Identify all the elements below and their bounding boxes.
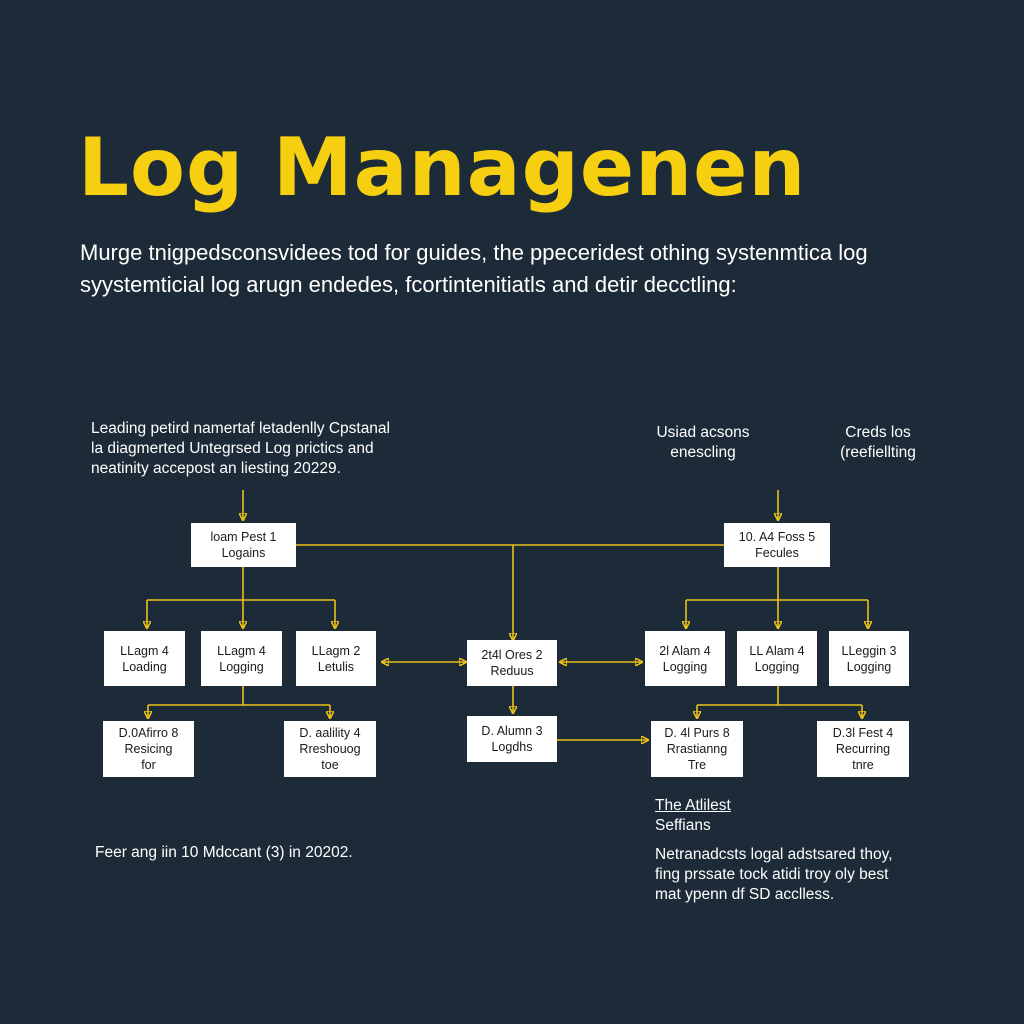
node-label: Recurring bbox=[835, 742, 891, 756]
node-label: D. 4l Purs 8 bbox=[664, 726, 730, 740]
node-label: Logging bbox=[219, 659, 264, 674]
node-label: tnre bbox=[852, 758, 874, 772]
node-r2: LL Alam 4 Logging bbox=[737, 631, 817, 686]
node-center-bottom: D. Alumn 3 Logdhs bbox=[467, 716, 557, 762]
node-label: D. Alumn 3 bbox=[481, 724, 543, 738]
node-label: Logdhs bbox=[491, 740, 533, 754]
node-l3: LLagm 2 Letulis bbox=[296, 631, 376, 686]
note-top-right: Creds los (reefiellting bbox=[818, 423, 938, 463]
note-bottom-right-heading: The Atlilest Seffians bbox=[655, 796, 731, 836]
node-r1: 2l Alam 4 Logging bbox=[645, 631, 725, 686]
node-label: LLagm 2 bbox=[311, 643, 361, 658]
note-line: Leading petird namertaf letadenlly Cpsta… bbox=[91, 420, 390, 437]
node-l1: LLagm 4 Loading bbox=[104, 631, 185, 686]
note-line: enescling bbox=[670, 444, 736, 461]
note-line: fing prssate tock atidi troy oly best bbox=[655, 866, 889, 883]
node-r3: LLeggin 3 Logging bbox=[829, 631, 909, 686]
note-line: la diagmerted Untegrsed Log prictics and bbox=[91, 440, 374, 457]
node-root-left: loam Pest 1 Logains bbox=[191, 523, 296, 567]
node-center-top: 2t4l Ores 2 Reduus bbox=[467, 640, 557, 686]
node-label: D.0Afirro 8 bbox=[118, 726, 179, 740]
node-label: toe bbox=[321, 758, 339, 772]
note-bottom-left: Feer ang iin 10 Mdccant (3) in 20202. bbox=[95, 843, 353, 863]
node-ll2: D. aalility 4 Rreshouog toe bbox=[284, 721, 376, 777]
node-l2: LLagm 4 Logging bbox=[201, 631, 282, 686]
page-title: Log Managenen bbox=[78, 121, 807, 214]
node-ll1: D.0Afirro 8 Resicing for bbox=[103, 721, 194, 777]
node-label: Rreshouog bbox=[299, 742, 361, 756]
node-label: Resicing bbox=[124, 742, 173, 756]
node-label: Logging bbox=[662, 659, 708, 674]
note-bottom-right-body: Netranadcsts logal adstsared thoy, fing … bbox=[655, 845, 893, 905]
note-line: Seffians bbox=[655, 817, 711, 834]
note-line: The Atlilest bbox=[655, 797, 731, 814]
note-top-mid-right: Usiad acsons enescling bbox=[643, 423, 763, 463]
node-label: Loading bbox=[122, 659, 167, 674]
note-line: neatinity accepost an liesting 20229. bbox=[91, 460, 341, 477]
node-label: 2l Alam 4 bbox=[659, 643, 711, 658]
node-label: Logging bbox=[754, 659, 800, 674]
node-label: Rrastianng bbox=[666, 742, 728, 756]
node-label: for bbox=[141, 758, 156, 772]
node-label: D. aalility 4 bbox=[299, 726, 361, 740]
node-label: LLeggin 3 bbox=[841, 643, 897, 658]
node-label: Tre bbox=[687, 758, 707, 772]
node-label: Fecules bbox=[755, 546, 799, 560]
node-label: Logging bbox=[846, 659, 892, 674]
node-label: Logains bbox=[221, 546, 266, 560]
page-subtitle: Murge tnigpedsconsvidees tod for guides,… bbox=[80, 240, 868, 297]
note-line: Netranadcsts logal adstsared thoy, bbox=[655, 846, 893, 863]
node-label: 2t4l Ores 2 bbox=[481, 648, 543, 662]
note-top-left: Leading petird namertaf letadenlly Cpsta… bbox=[91, 419, 390, 479]
node-label: 10. A4 Foss 5 bbox=[738, 530, 816, 544]
node-label: LL Alam 4 bbox=[749, 643, 805, 658]
node-label: LLagm 4 bbox=[120, 643, 169, 658]
note-line: mat ypenn df SD acclless. bbox=[655, 886, 835, 903]
note-line: Feer ang iin 10 Mdccant (3) in 20202. bbox=[95, 844, 353, 861]
node-label: LLagm 4 bbox=[217, 643, 266, 658]
node-label: Letulis bbox=[317, 659, 355, 674]
note-line: (reefiellting bbox=[840, 444, 916, 461]
node-label: loam Pest 1 bbox=[210, 530, 277, 544]
note-line: Usiad acsons bbox=[656, 424, 750, 441]
node-rl1: D. 4l Purs 8 Rrastianng Tre bbox=[651, 721, 743, 777]
node-label: D.3l Fest 4 bbox=[832, 726, 894, 740]
note-line: Creds los bbox=[845, 424, 911, 441]
node-rl2: D.3l Fest 4 Recurring tnre bbox=[817, 721, 909, 777]
node-root-right: 10. A4 Foss 5 Fecules bbox=[724, 523, 830, 567]
node-label: Reduus bbox=[490, 664, 534, 678]
